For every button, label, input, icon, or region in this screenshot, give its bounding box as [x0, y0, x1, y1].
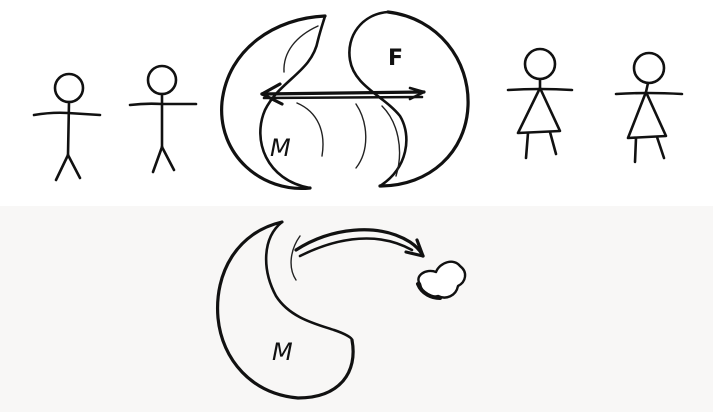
yin-yang-icon	[222, 12, 468, 188]
label-f: F	[388, 46, 403, 71]
male-stick-figure-icon	[130, 66, 196, 172]
arrow-icon	[296, 230, 423, 256]
yin-yang-icon	[218, 222, 423, 398]
female-stick-figure-icon	[616, 53, 682, 162]
arrow-icon	[262, 84, 424, 104]
label-m-bottom: M	[272, 338, 293, 366]
label-m-top: M	[270, 134, 291, 162]
male-stick-figure-icon	[34, 74, 100, 180]
blob-icon	[418, 262, 465, 298]
female-stick-figure-icon	[508, 49, 572, 158]
